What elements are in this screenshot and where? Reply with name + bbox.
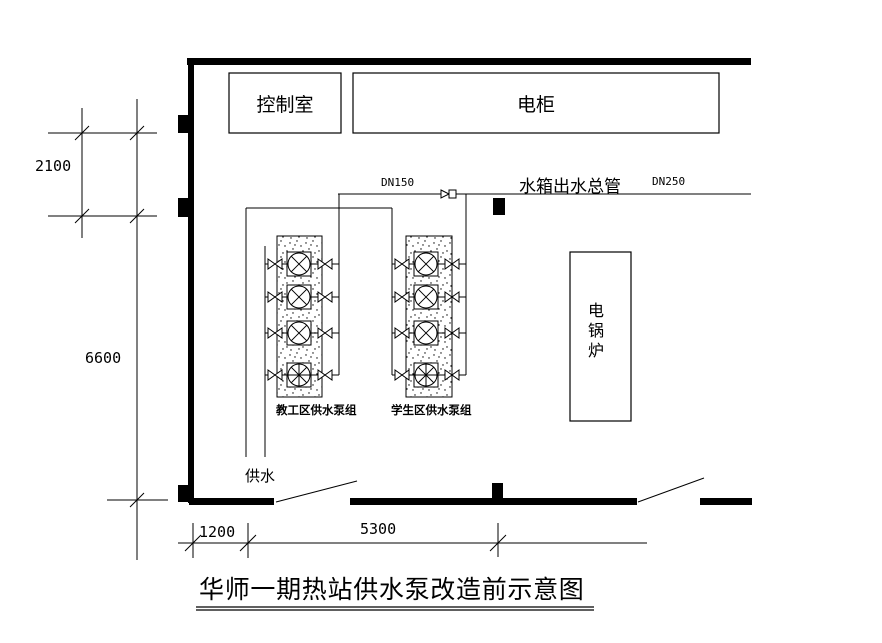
water-supply-label: 供水 [245,467,276,485]
pump-symbol-standby [392,363,466,387]
wall-bottom-middle-segment [350,498,637,505]
dimension-5300-label: 5300 [360,520,397,538]
pipe-size-dn250-label: DN250 [652,175,686,188]
column-left-corner [178,485,189,502]
pump-group2-label: 学生区供水泵组 [391,403,472,417]
electric-boiler-label: 电锅炉 [587,301,604,360]
door-leaf-left [275,480,358,503]
door-leaf-right [637,477,705,503]
check-valve-icon [440,189,457,199]
electrical-cabinet-label: 电柜 [516,93,555,116]
column-left-upper [178,115,189,133]
dimension-lines [48,99,647,560]
dimension-1200-label: 1200 [199,523,236,541]
wall-top [187,58,751,65]
dimension-2100-label: 2100 [35,157,72,175]
walls [178,58,752,505]
pump-symbol [264,320,340,346]
pipe-size-dn150-label: DN150 [381,176,415,189]
wall-bottom-left-segment [189,498,274,505]
pump-symbol [391,251,467,277]
dim-ticks [74,125,507,552]
wall-left [188,58,194,503]
pump-group1-label: 教工区供水泵组 [276,403,357,417]
dimension-6600-label: 6600 [85,349,122,367]
column-left-lower [178,198,189,217]
wall-bottom-right-segment [700,498,752,505]
control-room-label: 控制室 [256,93,314,116]
main-outlet-pipe-label: 水箱出水总管 [519,177,621,197]
pump-symbol [391,320,467,346]
column-center-lower [492,483,503,498]
piping [245,193,751,457]
electrical-cabinet-box [352,72,720,134]
pump-symbol [264,251,340,277]
control-room-box [228,72,342,134]
drawing-title: 华师一期热站供水泵改造前示意图 [199,575,585,604]
pump-symbol [264,284,340,310]
pump-symbol [391,284,467,310]
column-center-upper [493,198,505,215]
electric-boiler-box [569,251,632,422]
pump-symbol-standby [265,363,339,387]
